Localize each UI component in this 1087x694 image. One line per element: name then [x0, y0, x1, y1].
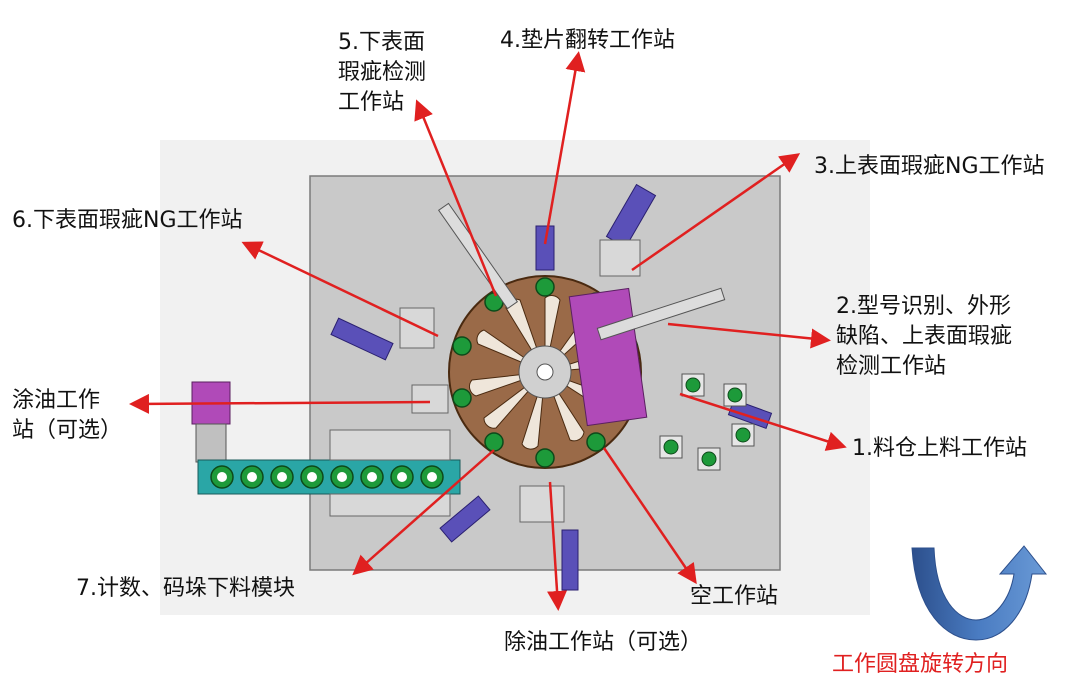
arrow-s2: [667, 322, 831, 349]
label-station-2: 2.型号识别、外形 缺陷、上表面瑕疵 检测工作站: [836, 294, 1013, 379]
arrow-s7: [352, 449, 495, 576]
label-station-5: 5.下表面 瑕疵检测 工作站: [338, 30, 427, 115]
pointer-arrows: [129, 51, 847, 611]
label-station-1: 1.料仓上料工作站: [852, 436, 1027, 461]
arrow-s6: [241, 241, 439, 338]
arrow-degrease: [547, 481, 568, 611]
label-station-4: 4.垫片翻转工作站: [500, 28, 675, 53]
rotation-direction-label: 工作圆盘旋转方向: [832, 652, 1009, 677]
ng-module-top: [599, 239, 641, 277]
arrow-s5: [414, 99, 498, 297]
ng-module-bottom: [399, 307, 435, 349]
label-empty-station: 空工作站: [690, 584, 779, 609]
oil-module: [411, 384, 449, 414]
arrow-empty: [602, 447, 697, 585]
arrow-s4: [543, 51, 586, 245]
degrease-module: [519, 485, 565, 523]
label-station-3: 3.上表面瑕疵NG工作站: [814, 154, 1045, 179]
label-degrease-station: 除油工作站（可选）: [504, 630, 703, 655]
conveyor-module: [191, 381, 461, 517]
rotation-direction-arrow: [911, 545, 1048, 641]
arrow-oil: [129, 393, 431, 414]
feed-bin: [659, 373, 755, 471]
label-station-7: 7.计数、码垛下料模块: [76, 576, 295, 601]
arrow-s3: [631, 153, 801, 272]
label-oil-station: 涂油工作 站（可选）: [12, 388, 123, 443]
arrow-s1: [679, 392, 847, 451]
guide-rails: [437, 202, 726, 341]
label-station-6: 6.下表面瑕疵NG工作站: [12, 208, 243, 233]
